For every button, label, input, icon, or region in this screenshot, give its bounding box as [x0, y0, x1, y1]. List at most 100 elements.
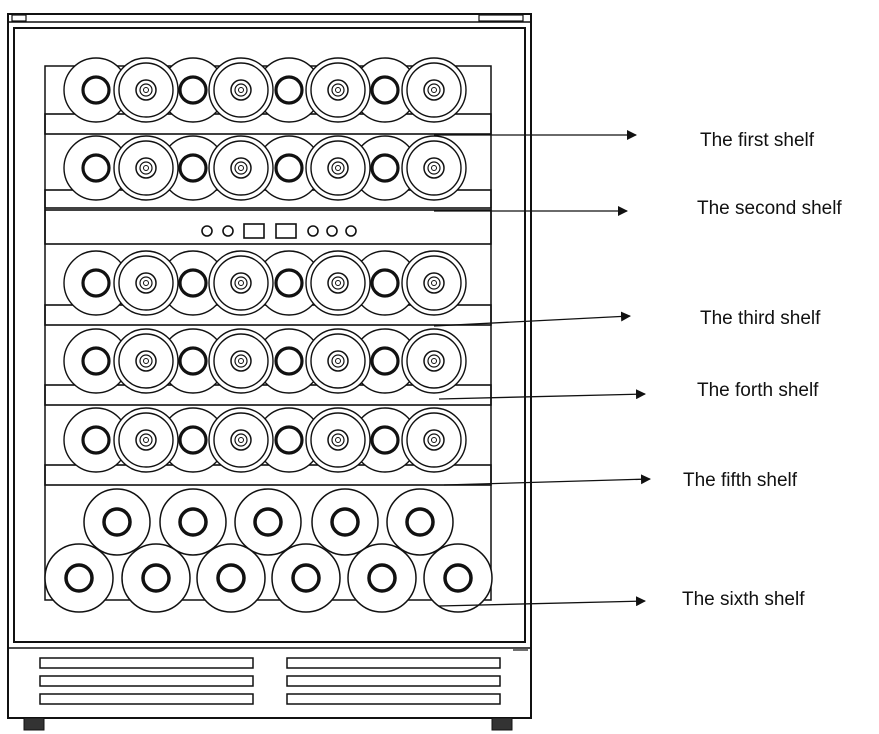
wine-bottle-end-icon	[327, 429, 349, 451]
wine-bottle-end-icon	[64, 563, 94, 593]
wine-bottle-end-icon	[44, 543, 114, 613]
label-forth-shelf: The forth shelf	[697, 380, 819, 401]
vent-slot-icon	[39, 657, 254, 669]
wine-bottle-end-icon	[178, 153, 208, 183]
wine-bottle-end-icon	[238, 358, 244, 364]
wine-bottle-end-icon	[159, 488, 227, 556]
wine-bottle-end-icon	[113, 57, 179, 123]
vent-slot-icon	[39, 693, 254, 705]
wine-bottle-end-icon	[406, 333, 462, 389]
wine-bottle-end-icon	[386, 488, 454, 556]
wine-bottle-end-icon	[208, 135, 274, 201]
vent-grille	[39, 657, 501, 705]
wine-bottle-end-icon	[370, 153, 400, 183]
wine-bottle-end-icon	[327, 157, 349, 179]
wine-bottle-end-icon	[335, 358, 341, 364]
wine-bottle-end-icon	[405, 507, 435, 537]
wine-bottle-end-icon	[234, 161, 248, 175]
wine-bottle-end-icon	[213, 333, 269, 389]
wine-bottle-end-icon	[406, 255, 462, 311]
wine-bottle-end-icon	[208, 57, 274, 123]
wine-bottle-end-icon	[331, 276, 345, 290]
wine-bottle-end-icon	[330, 507, 360, 537]
vent-slot-icon	[286, 657, 501, 669]
wine-bottle-end-icon	[81, 75, 111, 105]
wine-bottle-end-icon	[331, 354, 345, 368]
wine-bottle-end-icon	[81, 153, 111, 183]
wine-bottle-end-icon	[427, 433, 441, 447]
wine-bottle-end-icon	[139, 161, 153, 175]
wine-bottle-end-icon	[367, 563, 397, 593]
wine-bottle-end-icon	[401, 328, 467, 394]
wine-bottle-end-icon	[81, 425, 111, 455]
wine-bottle-end-icon	[327, 272, 349, 294]
control-button-icon	[201, 225, 213, 237]
arrow-sixth-shelf	[438, 596, 646, 607]
wine-bottle-end-icon	[135, 350, 157, 372]
pointer-arrows	[433, 130, 651, 607]
wine-bottle-end-icon	[230, 350, 252, 372]
wine-bottle-end-icon	[178, 75, 208, 105]
wine-bottle-end-icon	[291, 563, 321, 593]
control-panel	[44, 209, 492, 245]
wine-bottle-end-icon	[335, 165, 341, 171]
wine-bottle-end-icon	[305, 57, 371, 123]
wine-bottle-end-icon	[139, 354, 153, 368]
wine-bottle-end-icon	[423, 79, 445, 101]
wine-bottle-end-icon	[311, 488, 379, 556]
foot-icon	[491, 717, 513, 731]
wine-bottle-end-icon	[135, 79, 157, 101]
wine-bottle-end-icon	[331, 161, 345, 175]
wine-bottle-end-icon	[230, 157, 252, 179]
wine-bottle-end-icon	[310, 62, 366, 118]
wine-bottle-end-icon	[335, 280, 341, 286]
wine-bottle-end-icon	[310, 333, 366, 389]
wine-bottle-end-icon	[274, 425, 304, 455]
wine-bottle-end-icon	[431, 165, 437, 171]
wine-bottle-end-icon	[178, 425, 208, 455]
wine-bottle-end-icon	[230, 429, 252, 451]
display-window-icon	[275, 223, 297, 239]
wine-bottle-end-icon	[238, 280, 244, 286]
wine-bottle-end-icon	[431, 358, 437, 364]
wine-bottle-end-icon	[208, 407, 274, 473]
wine-bottle-end-icon	[335, 437, 341, 443]
wine-bottle-end-icon	[139, 276, 153, 290]
wine-bottle-end-icon	[335, 87, 341, 93]
wine-bottle-end-icon	[406, 412, 462, 468]
wine-bottle-end-icon	[135, 157, 157, 179]
wine-bottle-end-icon	[230, 79, 252, 101]
wine-bottle-end-icon	[216, 563, 246, 593]
wine-bottle-end-icon	[401, 407, 467, 473]
wine-bottle-end-icon	[113, 135, 179, 201]
wine-bottle-end-icon	[234, 488, 302, 556]
wine-bottle-end-icon	[213, 412, 269, 468]
wine-bottle-end-icon	[102, 507, 132, 537]
wine-bottle-end-icon	[310, 140, 366, 196]
vent-slot-icon	[286, 675, 501, 687]
wine-bottle-end-icon	[423, 272, 445, 294]
wine-bottle-end-icon	[305, 328, 371, 394]
wine-bottle-end-icon	[431, 280, 437, 286]
wine-bottle-end-icon	[208, 250, 274, 316]
wine-bottle-end-icon	[427, 276, 441, 290]
wine-bottle-end-icon	[406, 140, 462, 196]
wine-bottle-end-icon	[431, 437, 437, 443]
wine-bottle-end-icon	[118, 412, 174, 468]
vent-slot-icon	[39, 675, 254, 687]
wine-bottle-end-icon	[118, 140, 174, 196]
wine-bottle-end-icon	[139, 433, 153, 447]
wine-bottle-end-icon	[370, 346, 400, 376]
wine-bottle-end-icon	[143, 87, 149, 93]
wine-bottle-end-icon	[274, 346, 304, 376]
control-button-icon	[307, 225, 319, 237]
control-button-icon	[222, 225, 234, 237]
wine-bottle-end-icon	[234, 276, 248, 290]
wine-bottle-end-icon	[234, 354, 248, 368]
label-first-shelf: The first shelf	[700, 130, 815, 151]
wine-bottle-end-icon	[139, 83, 153, 97]
wine-bottle-end-icon	[305, 407, 371, 473]
control-button-icon	[326, 225, 338, 237]
wine-bottle-end-icon	[118, 255, 174, 311]
wine-bottle-end-icon	[81, 268, 111, 298]
